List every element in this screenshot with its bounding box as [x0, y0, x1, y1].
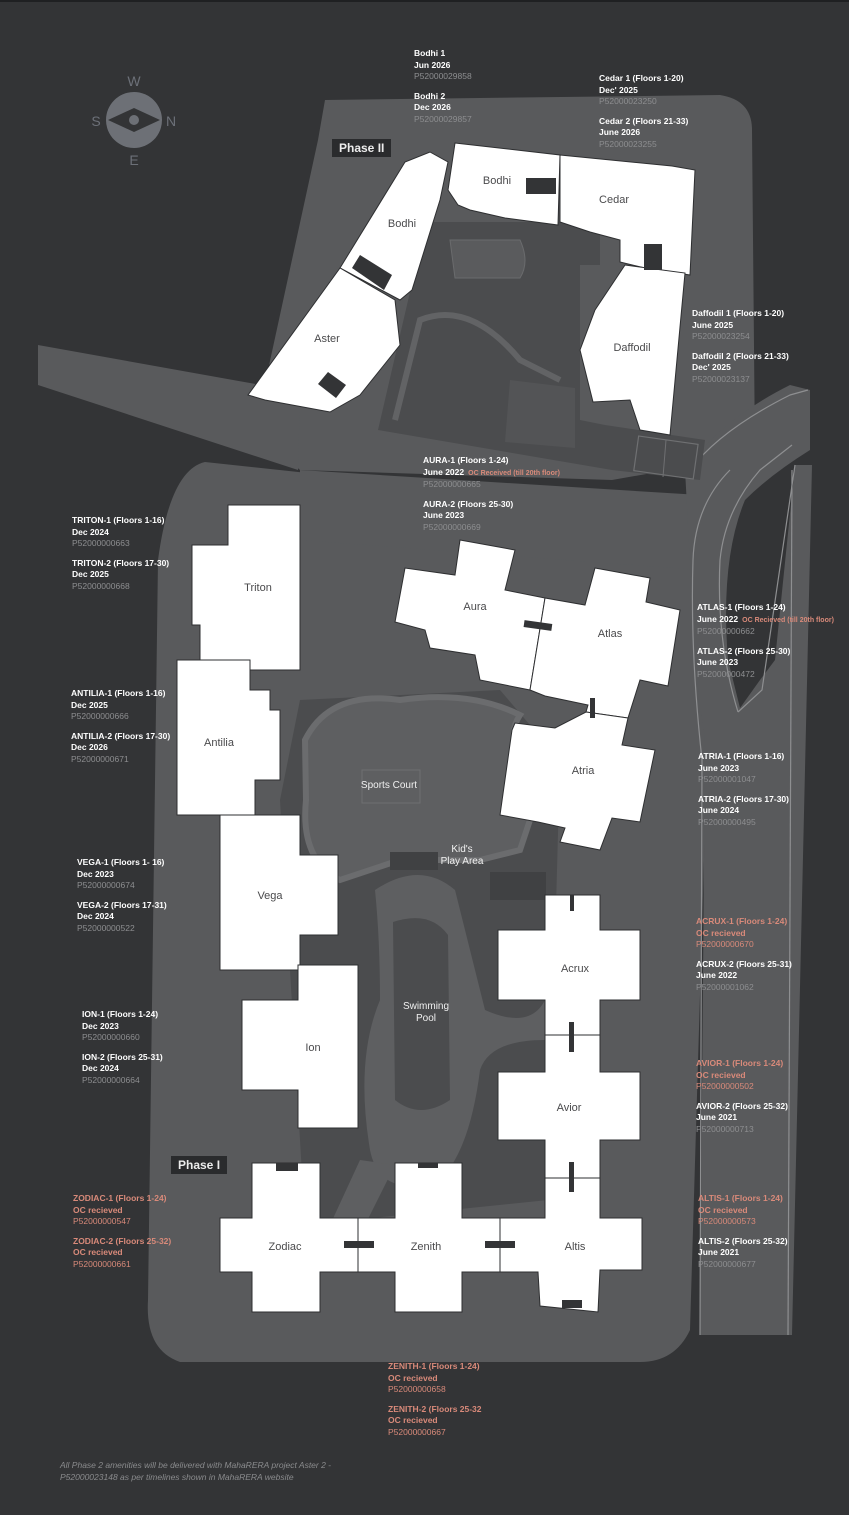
compass-east-label: E [129, 152, 139, 168]
building-cutouts [276, 178, 662, 1308]
building-label-acrux[interactable]: Acrux [560, 963, 590, 975]
building-altis [499, 1177, 643, 1313]
building-label-daffodil[interactable]: Daffodil [613, 342, 651, 354]
top-border [0, 0, 849, 2]
building-label-zenith[interactable]: Zenith [410, 1241, 442, 1253]
building-zodiac [219, 1162, 359, 1313]
building-label-bodhi-north[interactable]: Bodhi [482, 175, 512, 187]
building-label-atlas[interactable]: Atlas [597, 628, 623, 640]
building-label-bodhi-west[interactable]: Bodhi [387, 218, 417, 230]
phase-2-badge: Phase II [332, 139, 392, 157]
phase2-courtyard [378, 222, 705, 480]
compass-south-label: S [91, 113, 101, 129]
building-label-atria[interactable]: Atria [571, 765, 595, 777]
buildings [176, 142, 696, 1313]
building-aura [394, 539, 546, 691]
compass-icon [106, 92, 162, 148]
oc-note-aura: OC Received (till 20th floor) [468, 469, 560, 477]
building-label-zodiac[interactable]: Zodiac [268, 1241, 302, 1253]
building-ion [241, 964, 359, 1129]
building-label-triton[interactable]: Triton [244, 582, 272, 594]
building-label-ion[interactable]: Ion [305, 1042, 321, 1054]
building-label-aura[interactable]: Aura [463, 601, 487, 613]
oc-note-atlas: OC Recieved (till 20th floor) [742, 616, 834, 624]
building-atria [499, 711, 656, 851]
building-label-antilia[interactable]: Antilia [204, 737, 234, 749]
compass-west-label: W [127, 73, 141, 89]
building-zenith [357, 1162, 501, 1313]
building-vega [219, 814, 339, 971]
building-daffodil [579, 264, 686, 436]
east-road-lines [689, 389, 809, 1336]
building-aster [247, 267, 401, 413]
compass-north-label: N [165, 113, 177, 129]
building-label-avior[interactable]: Avior [556, 1102, 582, 1114]
amenity-sports-court[interactable]: Sports Court [360, 780, 418, 791]
building-label-cedar[interactable]: Cedar [599, 194, 629, 206]
building-label-vega[interactable]: Vega [257, 890, 283, 902]
phase-1-badge: Phase I [171, 1156, 228, 1174]
amenity-swimming-pool[interactable]: Swimming Pool [402, 1001, 450, 1024]
building-label-altis[interactable]: Altis [564, 1241, 586, 1253]
building-label-aster[interactable]: Aster [314, 333, 340, 345]
footnote: All Phase 2 amenities will be delivered … [60, 1460, 332, 1482]
amenity-kids-play-area[interactable]: Kid's Play Area [440, 844, 484, 867]
